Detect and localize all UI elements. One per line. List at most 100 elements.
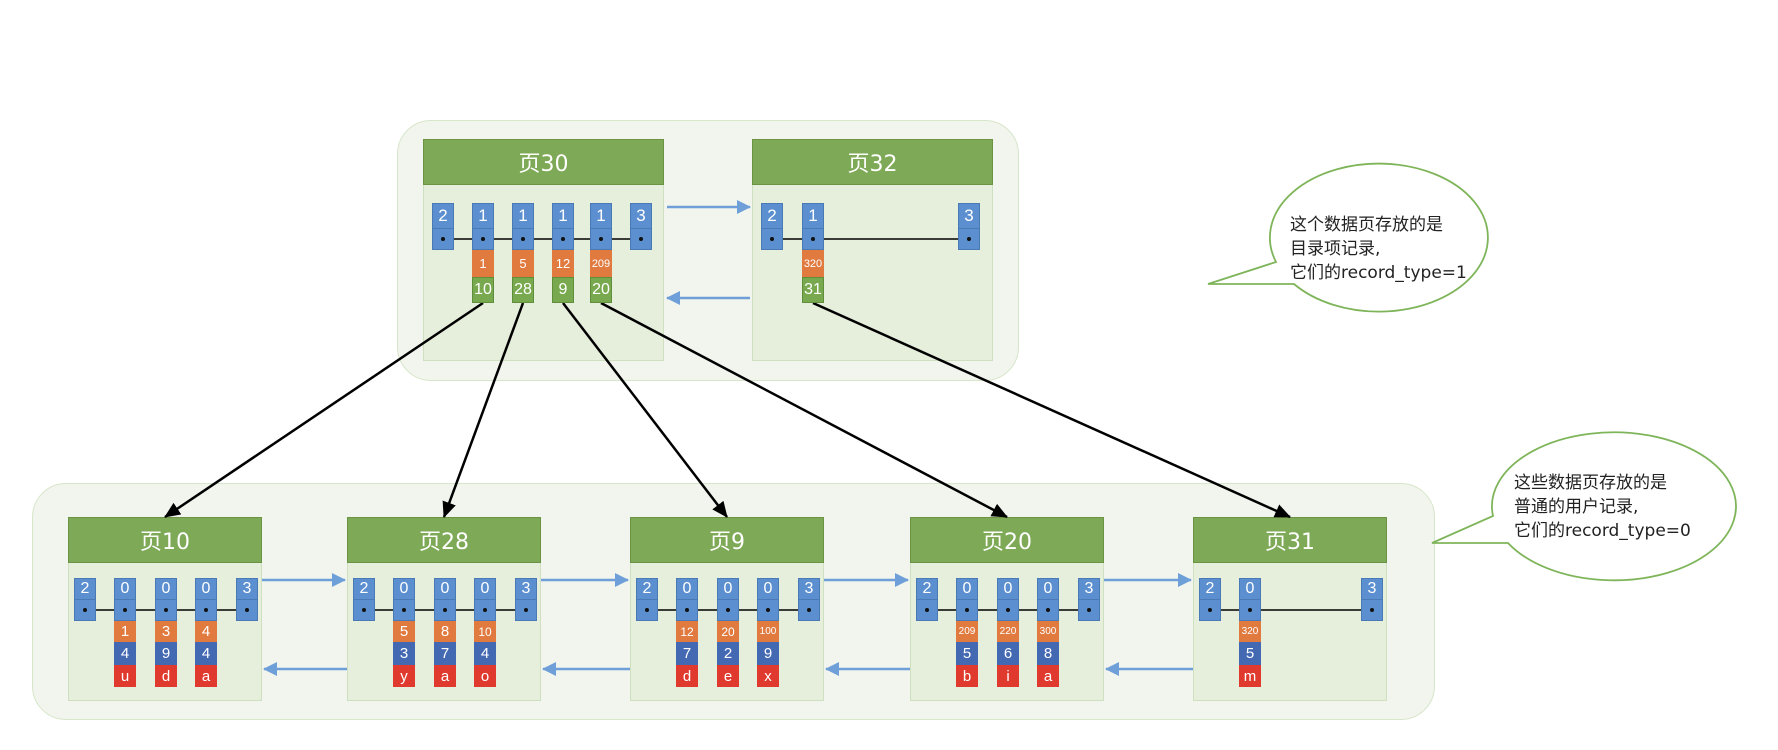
user-record-key: 12 xyxy=(676,621,698,642)
user-record-type: 0 xyxy=(956,578,978,600)
pointer-dot-icon xyxy=(685,608,689,612)
user-record-column-char: a xyxy=(195,665,217,687)
user-record-key: 100 xyxy=(757,621,779,642)
infimum-record-type: 2 xyxy=(916,578,938,600)
user-record-column-char: a xyxy=(434,665,456,687)
user-record-next-pointer xyxy=(155,599,177,621)
user-record-column-char: a xyxy=(1037,665,1059,687)
user-record-column-value: 4 xyxy=(114,642,136,665)
user-record-type: 0 xyxy=(676,578,698,600)
pointer-dot-icon xyxy=(1370,608,1374,612)
user-record-column-char: e xyxy=(717,665,739,687)
user-record-next-pointer xyxy=(474,599,496,621)
directory-record-page-no: 9 xyxy=(552,277,574,303)
user-record-column-value: 3 xyxy=(393,642,415,665)
user-record-type: 0 xyxy=(114,578,136,600)
supremum-record-type: 3 xyxy=(515,578,537,600)
pointer-dot-icon xyxy=(521,237,525,241)
pointer-dot-icon xyxy=(811,237,815,241)
pointer-dot-icon xyxy=(965,608,969,612)
pointer-dot-icon xyxy=(561,237,565,241)
directory-record-key: 12 xyxy=(552,250,574,277)
user-record-key: 4 xyxy=(195,621,217,642)
user-record-key: 3 xyxy=(155,621,177,642)
user-record-type: 0 xyxy=(757,578,779,600)
page-header-title: 页20 xyxy=(910,517,1104,563)
pointer-dot-icon xyxy=(123,608,127,612)
user-record-type: 0 xyxy=(474,578,496,600)
page-header-title: 页30 xyxy=(423,139,664,185)
user-record-type: 0 xyxy=(393,578,415,600)
user-record-column-char: i xyxy=(997,665,1019,687)
pointer-dot-icon xyxy=(204,608,208,612)
infimum-record-type: 2 xyxy=(761,203,783,229)
infimum-record-next-pointer xyxy=(432,228,454,250)
user-record-column-value: 4 xyxy=(195,642,217,665)
user-record-next-pointer xyxy=(393,599,415,621)
pointer-dot-icon xyxy=(807,608,811,612)
infimum-record-next-pointer xyxy=(761,228,783,250)
user-record-column-char: d xyxy=(155,665,177,687)
pointer-dot-icon xyxy=(1046,608,1050,612)
directory-record-key: 5 xyxy=(512,250,534,277)
directory-record-page-no: 28 xyxy=(512,277,534,303)
callout-text-leaf: 这些数据页存放的是 普通的用户记录, 它们的record_type=0 xyxy=(1514,471,1691,543)
pointer-dot-icon xyxy=(83,608,87,612)
pointer-dot-icon xyxy=(770,237,774,241)
page-header-title: 页32 xyxy=(752,139,993,185)
user-record-column-char: x xyxy=(757,665,779,687)
supremum-record-next-pointer xyxy=(515,599,537,621)
directory-record-key: 1 xyxy=(472,250,494,277)
user-record-column-value: 9 xyxy=(757,642,779,665)
user-record-next-pointer xyxy=(1037,599,1059,621)
callout-line: 它们的record_type=1 xyxy=(1290,263,1467,283)
pointer-dot-icon xyxy=(1087,608,1091,612)
pointer-dot-icon xyxy=(245,608,249,612)
pointer-dot-icon xyxy=(726,608,730,612)
user-record-type: 0 xyxy=(155,578,177,600)
user-record-type: 0 xyxy=(434,578,456,600)
user-record-column-char: o xyxy=(474,665,496,687)
user-record-next-pointer xyxy=(195,599,217,621)
user-record-type: 0 xyxy=(195,578,217,600)
user-record-type: 0 xyxy=(997,578,1019,600)
directory-record-next-pointer xyxy=(552,228,574,250)
pointer-dot-icon xyxy=(639,237,643,241)
user-record-column-value: 4 xyxy=(474,642,496,665)
pointer-dot-icon xyxy=(483,608,487,612)
pointer-dot-icon xyxy=(441,237,445,241)
callout-text-directory: 这个数据页存放的是 目录项记录, 它们的record_type=1 xyxy=(1290,213,1467,285)
pointer-dot-icon xyxy=(967,237,971,241)
infimum-record-type: 2 xyxy=(432,203,454,229)
infimum-record-type: 2 xyxy=(74,578,96,600)
pointer-dot-icon xyxy=(925,608,929,612)
supremum-record-next-pointer xyxy=(630,228,652,250)
supremum-record-type: 3 xyxy=(1361,578,1383,600)
pointer-dot-icon xyxy=(402,608,406,612)
user-record-next-pointer xyxy=(1239,599,1261,621)
directory-record-next-pointer xyxy=(802,228,824,250)
directory-record-type: 1 xyxy=(802,203,824,229)
supremum-record-next-pointer xyxy=(958,228,980,250)
user-record-column-value: 5 xyxy=(956,642,978,665)
supremum-record-next-pointer xyxy=(236,599,258,621)
user-record-column-value: 8 xyxy=(1037,642,1059,665)
user-record-column-char: d xyxy=(676,665,698,687)
user-record-column-char: y xyxy=(393,665,415,687)
pointer-dot-icon xyxy=(481,237,485,241)
pointer-dot-icon xyxy=(1006,608,1010,612)
user-record-type: 0 xyxy=(1037,578,1059,600)
infimum-record-next-pointer xyxy=(1199,599,1221,621)
directory-record-page-no: 31 xyxy=(802,277,824,303)
directory-record-next-pointer xyxy=(472,228,494,250)
directory-record-type: 1 xyxy=(472,203,494,229)
user-record-column-value: 6 xyxy=(997,642,1019,665)
user-record-column-value: 2 xyxy=(717,642,739,665)
directory-record-next-pointer xyxy=(590,228,612,250)
user-record-next-pointer xyxy=(434,599,456,621)
infimum-record-next-pointer xyxy=(636,599,658,621)
directory-record-key: 209 xyxy=(590,250,612,277)
infimum-record-type: 2 xyxy=(636,578,658,600)
supremum-record-next-pointer xyxy=(1361,599,1383,621)
directory-record-type: 1 xyxy=(590,203,612,229)
